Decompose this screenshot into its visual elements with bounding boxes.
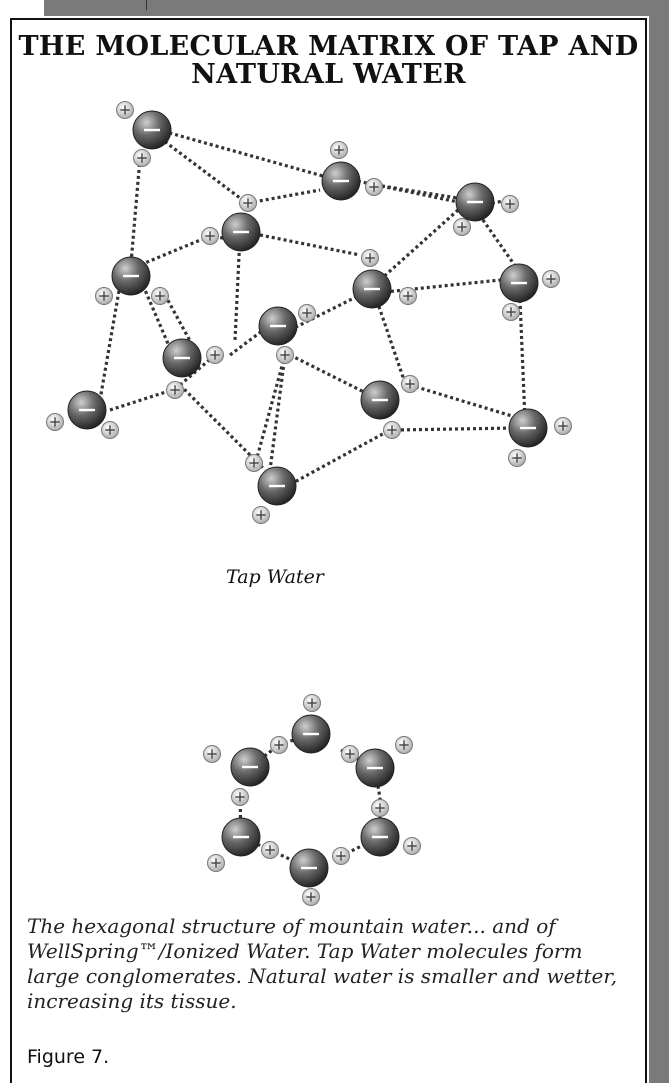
frame-shadow-right	[649, 0, 669, 1083]
hydrogen-bond	[373, 767, 382, 799]
hydrogen-bond	[381, 184, 471, 202]
hydrogen-atom	[270, 736, 288, 754]
hydrogen-atom	[395, 736, 413, 754]
water-molecules	[46, 101, 572, 906]
hydrogen-bond	[518, 299, 527, 421]
hydrogen-atom	[252, 506, 270, 524]
crop-mark	[146, 0, 147, 10]
oxygen-atom	[257, 466, 297, 506]
hydrogen-bond	[289, 353, 381, 402]
hydrogen-atom	[361, 249, 379, 267]
hydrogen-atom	[231, 788, 249, 806]
hydrogen-atom	[502, 303, 520, 321]
hydrogen-atom	[95, 287, 113, 305]
hydrogen-atom	[101, 421, 119, 439]
hydrogen-atom	[261, 841, 279, 859]
hydrogen-atom	[207, 854, 225, 872]
hydrogen-bond	[151, 126, 331, 180]
oxygen-atom	[508, 408, 548, 448]
oxygen-atom	[360, 817, 400, 857]
hydrogen-atom	[239, 194, 257, 212]
oxygen-atom	[289, 848, 329, 888]
oxygen-atom	[111, 256, 151, 296]
oxygen-atom	[230, 747, 270, 787]
hydrogen-atom	[46, 413, 64, 431]
hydrogen-atom	[332, 847, 350, 865]
hydrogen-bond	[378, 208, 460, 282]
hydrogen-atom	[383, 421, 401, 439]
hydrogen-atom	[330, 141, 348, 159]
figure-caption: The hexagonal structure of mountain wate…	[27, 914, 618, 1013]
hydrogen-atom	[276, 346, 294, 364]
oxygen-atom	[291, 714, 331, 754]
hydrogen-bond	[128, 157, 142, 276]
hydrogen-atom	[206, 346, 224, 364]
oxygen-atom	[352, 269, 392, 309]
hydrogen-atom	[116, 101, 134, 119]
tap-water-label: Tap Water	[226, 566, 324, 588]
figure-number: Figure 7.	[27, 1046, 110, 1068]
hydrogen-atom	[166, 381, 184, 399]
hydrogen-atom	[399, 287, 417, 305]
hydrogen-bond	[268, 354, 287, 471]
hydrogen-bond	[247, 188, 321, 205]
oxygen-atom	[162, 338, 202, 378]
hydrogen-bonds	[98, 126, 527, 870]
hydrogen-atom	[203, 745, 221, 763]
hydrogen-bond	[289, 293, 361, 332]
hydrogen-atom	[365, 178, 383, 196]
hydrogen-atom	[302, 888, 320, 906]
oxygen-atom	[321, 161, 361, 201]
oxygen-atom	[221, 212, 261, 252]
hydrogen-bond	[279, 428, 391, 492]
oxygen-atom	[455, 182, 495, 222]
hydrogen-bond	[159, 136, 241, 200]
oxygen-atom	[221, 817, 261, 857]
oxygen-atom	[258, 306, 298, 346]
hydrogen-atom	[542, 270, 560, 288]
hydrogen-atom	[341, 745, 359, 763]
hydrogen-atom	[401, 375, 419, 393]
oxygen-atom	[67, 390, 107, 430]
hydrogen-atom	[508, 449, 526, 467]
oxygen-atom	[499, 263, 539, 303]
hydrogen-atom	[151, 287, 169, 305]
hydrogen-bond	[163, 294, 197, 351]
hydrogen-bond	[409, 383, 526, 422]
oxygen-atom	[360, 380, 400, 420]
hydrogen-atom	[403, 837, 421, 855]
hydrogen-atom	[371, 799, 389, 817]
hydrogen-atom	[133, 149, 151, 167]
hydrogen-atom	[245, 454, 263, 472]
hydrogen-atom	[453, 218, 471, 236]
hydrogen-bond	[178, 383, 267, 472]
hydrogen-bond	[98, 284, 122, 401]
hydrogen-bond	[259, 233, 361, 257]
frame-shadow-top	[44, 0, 669, 16]
hydrogen-bond	[474, 209, 520, 271]
hydrogen-bond	[109, 388, 173, 412]
hydrogen-bond	[373, 294, 407, 384]
hydrogen-atom	[554, 417, 572, 435]
hydrogen-atom	[303, 694, 321, 712]
hydrogen-bond	[229, 323, 271, 357]
hydrogen-atom	[501, 195, 519, 213]
oxygen-atom	[355, 748, 395, 788]
oxygen-atom	[132, 110, 172, 150]
hydrogen-bond	[253, 354, 287, 466]
hydrogen-atom	[298, 304, 316, 322]
hydrogen-atom	[201, 227, 219, 245]
hydrogen-bond	[139, 234, 211, 267]
hydrogen-bond	[394, 426, 516, 432]
figure-title: THE MOLECULAR MATRIX OF TAP AND NATURAL …	[18, 31, 639, 90]
